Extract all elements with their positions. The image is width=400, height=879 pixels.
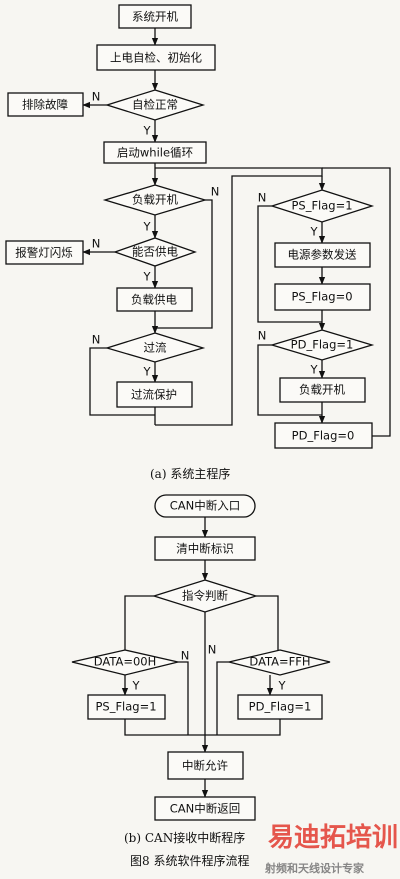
load-supply-box <box>116 287 193 312</box>
load-supply-label: 负载供电 <box>131 293 177 307</box>
allow-box <box>167 751 244 780</box>
start-box <box>118 4 192 29</box>
selfcheck-label: 自检正常 <box>132 98 178 112</box>
dataff-diamond <box>228 649 331 676</box>
allow-label: 中断允许 <box>182 759 228 773</box>
y-label: Y <box>131 679 140 693</box>
pd-set-box <box>237 694 323 720</box>
y-label: Y <box>309 225 318 239</box>
cmd-label: 指令判断 <box>182 589 228 603</box>
overcurrent-label: 过流 <box>144 341 167 355</box>
power-send-label: 电源参数发送 <box>288 248 357 262</box>
y-label: Y <box>309 363 318 377</box>
n-label: N <box>181 649 190 663</box>
pd-set-label: PD_Flag=1 <box>249 700 312 714</box>
y-label: Y <box>277 679 286 693</box>
init-box <box>96 44 216 71</box>
pd-reset-box <box>274 422 373 449</box>
pd-flag-diamond <box>269 329 375 361</box>
watermark-sub: 射频和天线设计专家 <box>264 861 365 875</box>
caption-a: (a) 系统主程序 <box>150 466 230 481</box>
loop-box <box>103 141 207 164</box>
data00-diamond <box>71 649 179 676</box>
n-label: N <box>92 237 101 251</box>
ps-flag-diamond <box>269 189 375 223</box>
alarm-box <box>5 240 84 265</box>
caption-b: (b) CAN接收中断程序 <box>124 830 245 845</box>
selfcheck-diamond <box>104 89 206 121</box>
can-entry-label: CAN中断入口 <box>170 499 241 513</box>
power-send-box <box>274 242 371 268</box>
n-label: N <box>258 329 267 343</box>
y-label: Y <box>142 365 151 379</box>
clear-box <box>154 536 256 561</box>
y-label: Y <box>142 270 151 284</box>
return-label: CAN中断返回 <box>170 802 241 816</box>
figure-caption: 图8 系统软件程序流程 <box>130 853 249 868</box>
load-on-label: 负载开机 <box>299 383 345 397</box>
fault-label: 排除故障 <box>22 98 68 112</box>
y-label: Y <box>142 220 151 234</box>
data00-label: DATA=00H <box>94 655 157 669</box>
load-on-diamond <box>102 184 208 216</box>
clear-label: 清中断标识 <box>176 542 234 556</box>
init-label: 上电自检、初始化 <box>110 51 202 65</box>
supply-diamond <box>113 237 197 267</box>
alarm-label: 报警灯闪烁 <box>15 246 73 260</box>
n-label: N <box>208 643 217 657</box>
pd-reset-label: PD_Flag=0 <box>292 429 355 443</box>
ps-set-box <box>87 694 166 720</box>
protect-box <box>116 381 193 408</box>
ps-flag-q-label: PS_Flag=1 <box>291 199 352 213</box>
return-box <box>154 796 256 821</box>
n-label: N <box>92 333 101 347</box>
watermark-main: 易迪拓培训 <box>268 823 398 853</box>
protect-label: 过流保护 <box>131 388 177 402</box>
ps-set-label: PS_Flag=1 <box>95 700 156 714</box>
pd-flag-q-label: PD_Flag=1 <box>291 338 354 352</box>
ps-reset-box <box>274 283 371 311</box>
cmd-diamond <box>151 579 259 613</box>
n-label: N <box>211 185 220 199</box>
overcurrent-diamond <box>104 332 206 363</box>
dataff-label: DATA=FFH <box>249 655 310 669</box>
loop-label: 启动while循环 <box>117 146 193 160</box>
n-label: N <box>258 191 267 205</box>
start-label: 系统开机 <box>132 10 178 24</box>
y-label: Y <box>142 124 151 138</box>
n-label: N <box>92 90 101 104</box>
can-entry-box <box>154 494 256 518</box>
ps-reset-label: PS_Flag=0 <box>291 290 352 304</box>
load-on-q-label: 负载开机 <box>132 193 178 207</box>
fault-box <box>7 92 84 117</box>
load-on-box <box>279 377 366 403</box>
supply-q-label: 能否供电 <box>132 245 178 259</box>
